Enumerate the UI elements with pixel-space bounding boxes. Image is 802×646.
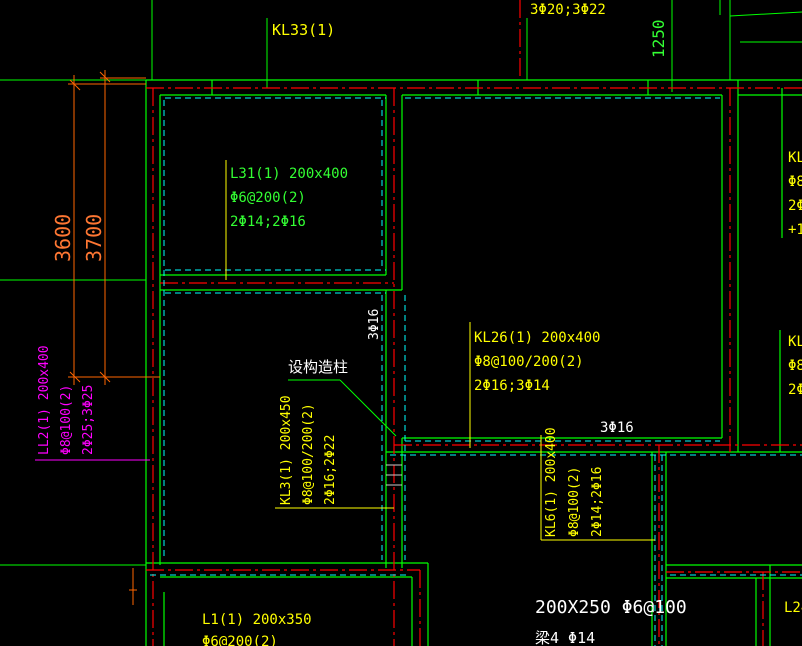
label-ll2-line3: 2Φ25;3Φ25 [81,385,96,455]
label-kr-mid-2: Φ8 [788,358,802,374]
annotation-leaders [225,160,655,541]
label-kl3-line3: 2Φ16;2Φ22 [323,435,338,505]
label-kl26-line2: Φ8@100/200(2) [474,354,584,370]
label-kl6-line1: KL6(1) 200x400 [544,427,559,537]
label-beam4-line2: 梁4 Φ14 [535,629,595,646]
label-kr-top-1: KL [788,150,802,166]
grid-lines [0,0,802,566]
label-l1-line2: Φ6@200(2) [202,634,278,646]
label-l31-line2: Φ6@200(2) [230,190,306,206]
label-l1-line1: L1(1) 200x350 [202,612,312,628]
label-top-rebar: 3Φ20;3Φ22 [530,2,606,18]
label-kl6-line2: Φ8@100(2) [567,467,582,537]
center-lines [146,0,802,646]
dimension-lines [68,70,160,605]
label-ll2-line2: Φ8@100(2) [59,385,74,455]
label-kl6-line3: 2Φ14;2Φ16 [590,467,605,537]
label-kl3-line2: Φ8@100/200(2) [301,403,316,505]
label-kl26-line1: KL26(1) 200x400 [474,330,600,346]
label-ll2-line1: LL2(1) 200x400 [37,345,52,455]
label-3phi16-horiz: 3Φ16 [600,420,634,436]
label-1250: 1250 [649,19,668,58]
hidden-lines [150,97,802,646]
label-3phi16-vert: 3Φ16 [367,309,382,340]
label-kr-top-4: +1 [788,222,802,238]
label-3600: 3600 [51,214,75,262]
label-kr-top-3: 2Φ [788,198,802,214]
label-l31-line1: L31(1) 200x400 [230,166,348,182]
label-kr-top-2: Φ8 [788,174,802,190]
label-l24: L24 [784,600,802,616]
label-kr-mid-3: 2Φ [788,382,802,398]
label-l31-line3: 2Φ14;2Φ16 [230,214,306,230]
beam-outlines [145,79,802,646]
label-kl26-line3: 2Φ16;3Φ14 [474,378,550,394]
label-kl3-line1: KL3(1) 200x450 [279,395,294,505]
label-kl33: KL33(1) [272,21,335,39]
label-beam4-line1: 200X250 Φ6@100 [535,597,687,618]
label-set-column: 设构造柱 [288,358,348,376]
leader-set-column [288,379,397,437]
label-3700: 3700 [82,214,106,262]
column-marks [386,464,402,486]
label-kr-mid-1: KL [788,334,802,350]
